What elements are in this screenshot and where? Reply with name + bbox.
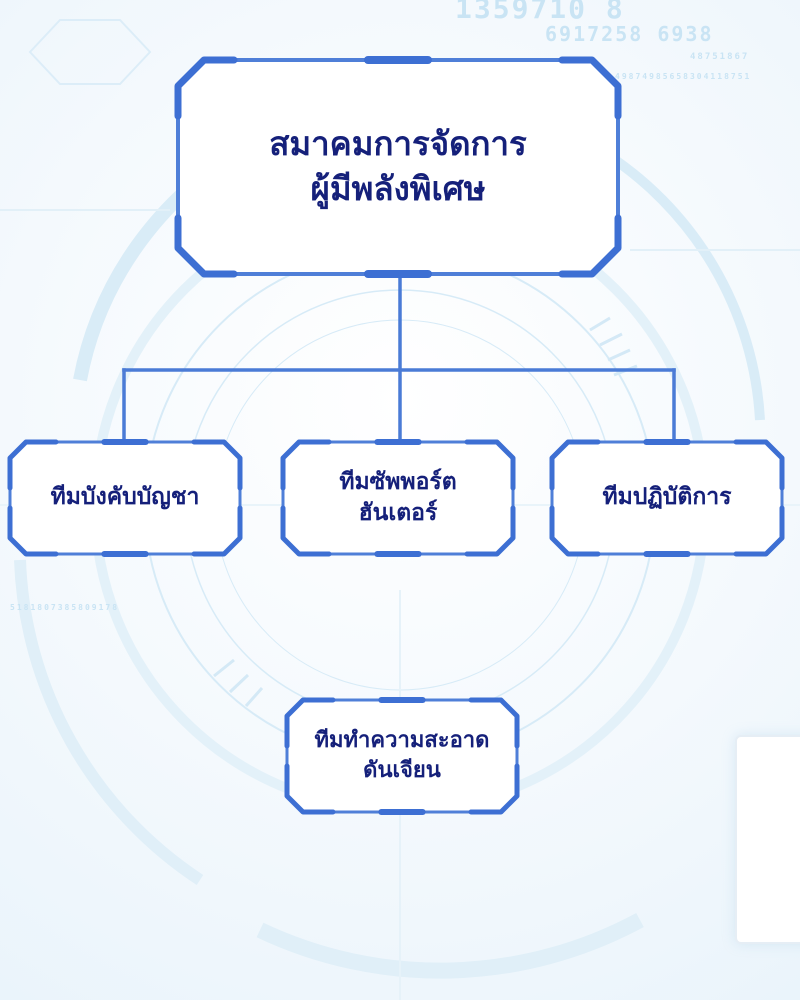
frame-corner-accent [549, 439, 601, 491]
child-node-frame-support [280, 439, 516, 557]
background-digits: 49874985658304118751 [615, 72, 752, 81]
extra-node-frame-dungeon-cleaning [284, 697, 520, 815]
child-node-label-command: ทีมบังคับบัญชา [10, 442, 240, 554]
frame-corner-accent [284, 763, 336, 815]
frame-corner-accent [174, 214, 238, 278]
child-command-line-1: ทีมบังคับบัญชา [50, 484, 200, 511]
frame-corner-accent [191, 505, 243, 557]
root-title-line-2: ผู้มีพลังพิเศษ [310, 169, 486, 208]
frame-corner-accent [733, 505, 785, 557]
frame-corner-accent [733, 439, 785, 491]
frame-corner-accent [284, 697, 336, 749]
extra-line-2: ดันเจียน [363, 758, 441, 783]
frame-corner-accent [558, 56, 622, 120]
background-digits: 48751867 [690, 52, 750, 62]
frame-corner-accent [464, 439, 516, 491]
frame-corner-accent [549, 505, 601, 557]
child-node-label-support: ทีมซัพพอร์ต ฮันเตอร์ [283, 442, 513, 554]
frame-corner-accent [558, 214, 622, 278]
frame-corner-accent [280, 505, 332, 557]
child-node-frame-operations [549, 439, 785, 557]
frame-corner-accent [468, 697, 520, 749]
extra-node-label-dungeon-cleaning: ทีมทำความสะอาด ดันเจียน [287, 700, 517, 812]
child-operations-line-1: ทีมปฏิบัติการ [602, 484, 732, 511]
frame-corner-accent [464, 505, 516, 557]
background-digits: 1359710 8 [455, 0, 625, 25]
frame-corner-accent [191, 439, 243, 491]
side-panel [735, 735, 800, 944]
child-node-label-operations: ทีมปฏิบัติการ [552, 442, 782, 554]
root-title-line-1: สมาคมการจัดการ [269, 124, 527, 164]
root-node-frame [174, 56, 622, 278]
child-support-line-1: ทีมซัพพอร์ต [339, 468, 457, 495]
child-node-frame-command [7, 439, 243, 557]
frame-corner-accent [7, 439, 59, 491]
frame-corner-accent [468, 763, 520, 815]
background-digits: 6917258 6938 [545, 22, 714, 46]
background-digits: 5181807385809178 [10, 603, 120, 612]
child-support-line-2: ฮันเตอร์ [358, 500, 438, 526]
frame-corner-accent [280, 439, 332, 491]
frame-corner-accent [174, 56, 238, 120]
extra-line-1: ทีมทำความสะอาด [314, 728, 490, 754]
root-node-label: สมาคมการจัดการ ผู้มีพลังพิเศษ [178, 60, 618, 274]
frame-corner-accent [7, 505, 59, 557]
